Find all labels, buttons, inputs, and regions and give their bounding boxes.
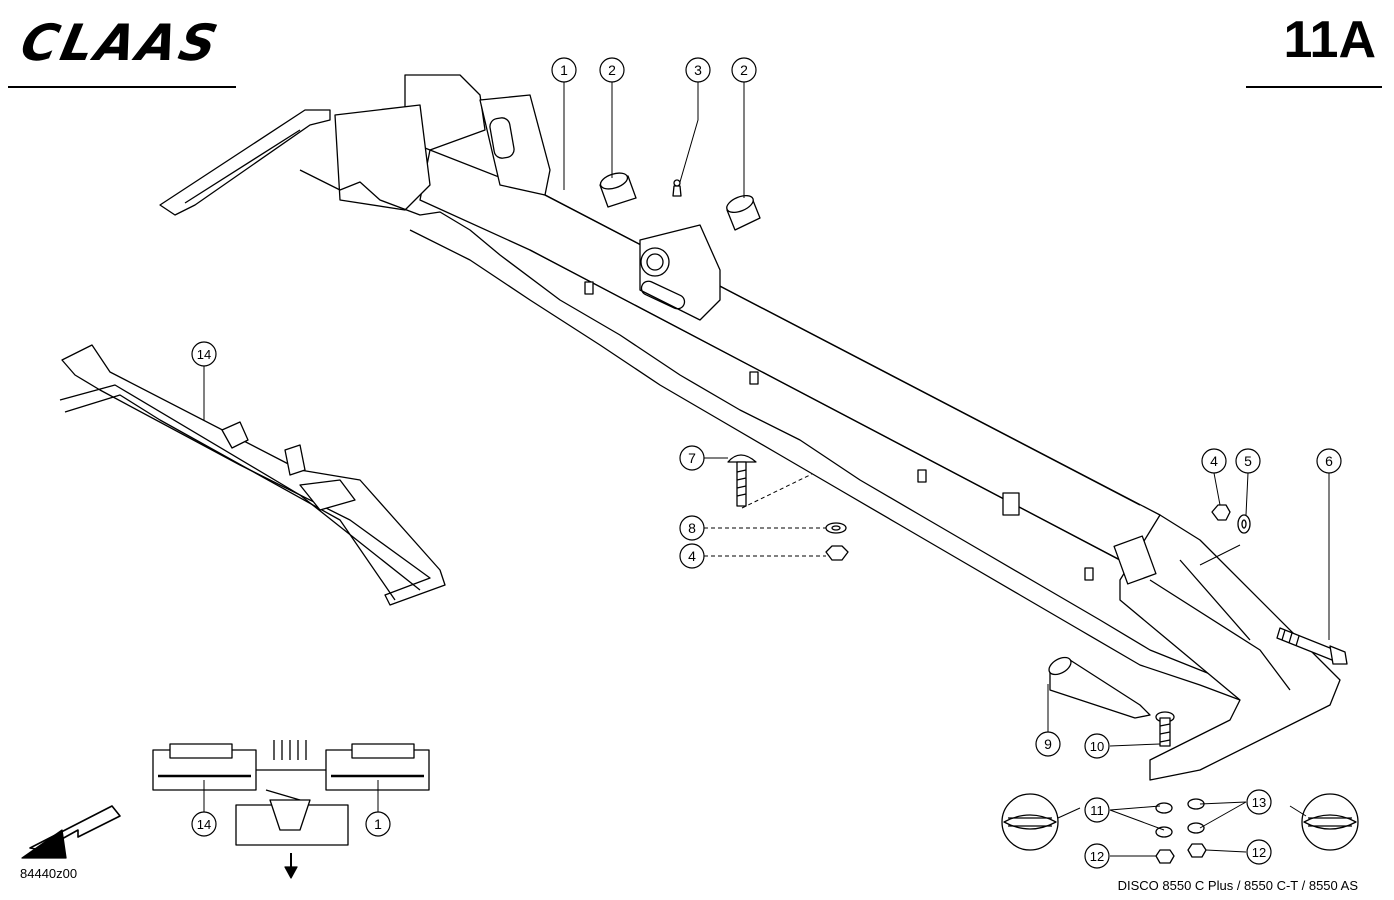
callout-4-left: 4 <box>679 543 705 569</box>
callout-2b: 2 <box>731 57 757 83</box>
bushing-2a <box>599 172 637 208</box>
callout-14-inset: 14 <box>191 811 217 837</box>
svg-text:12: 12 <box>1252 845 1266 860</box>
leader-lines <box>203 82 1330 857</box>
callout-14-top: 14 <box>191 341 217 367</box>
main-cutter-bar <box>159 74 1341 781</box>
mirror-cutter-bar-14 <box>59 344 446 606</box>
hex-bolt-6 <box>1276 627 1348 665</box>
callout-2a: 2 <box>599 57 625 83</box>
callout-12-right: 12 <box>1246 839 1272 865</box>
carriage-bolt-7 <box>727 454 757 507</box>
callout-1-inset: 1 <box>365 811 391 837</box>
svg-text:4: 4 <box>688 548 696 564</box>
washer-8 <box>825 522 847 534</box>
callout-3: 3 <box>685 57 711 83</box>
washer-stack-11 <box>1155 802 1173 838</box>
svg-text:5: 5 <box>1244 453 1252 469</box>
callout-7: 7 <box>679 445 705 471</box>
svg-text:10: 10 <box>1090 739 1104 754</box>
svg-text:1: 1 <box>560 62 568 78</box>
model-designation: DISCO 8550 C Plus / 8550 C-T / 8550 AS <box>1117 878 1358 893</box>
bushing-2b <box>726 195 761 231</box>
svg-text:11: 11 <box>1090 803 1104 818</box>
svg-text:14: 14 <box>197 347 211 362</box>
svg-text:7: 7 <box>688 450 696 466</box>
travel-direction-arrow <box>284 853 298 879</box>
washer-orientation-detail-11 <box>1001 793 1059 851</box>
nut-12-left <box>1155 849 1175 864</box>
callout-10: 10 <box>1084 733 1110 759</box>
orientation-arrow <box>21 805 121 859</box>
nut-4-right <box>1211 504 1231 521</box>
grease-tube-9 <box>1048 656 1151 719</box>
svg-text:3: 3 <box>694 62 702 78</box>
drawing-number: 84440z00 <box>20 866 78 881</box>
svg-text:6: 6 <box>1325 453 1333 469</box>
callout-8: 8 <box>679 515 705 541</box>
callout-12-left: 12 <box>1084 843 1110 869</box>
svg-text:12: 12 <box>1090 849 1104 864</box>
bolt-10 <box>1155 711 1175 747</box>
svg-text:14: 14 <box>197 817 211 832</box>
nut-12-right <box>1187 843 1207 858</box>
svg-text:1: 1 <box>374 816 382 832</box>
svg-text:13: 13 <box>1252 795 1266 810</box>
callout-11: 11 <box>1084 797 1110 823</box>
svg-text:4: 4 <box>1210 453 1218 469</box>
callout-1: 1 <box>551 57 577 83</box>
callout-9: 9 <box>1035 731 1061 757</box>
svg-text:8: 8 <box>688 520 696 536</box>
callout-4-right: 4 <box>1201 448 1227 474</box>
nut-4 <box>825 545 849 561</box>
svg-text:2: 2 <box>608 62 616 78</box>
header-rule-left <box>8 86 236 88</box>
callout-5: 5 <box>1235 448 1261 474</box>
washer-5 <box>1237 514 1251 534</box>
callout-13: 13 <box>1246 789 1272 815</box>
svg-text:2: 2 <box>740 62 748 78</box>
washer-orientation-detail-13 <box>1301 793 1359 851</box>
svg-text:9: 9 <box>1044 736 1052 752</box>
grease-nipple-3 <box>672 179 682 197</box>
top-view-inset <box>152 740 430 846</box>
header-rule-right <box>1246 86 1382 88</box>
callouts: 1 2 3 2 14 <box>191 57 1342 869</box>
page-number: 11A <box>1283 11 1376 69</box>
callout-6: 6 <box>1316 448 1342 474</box>
